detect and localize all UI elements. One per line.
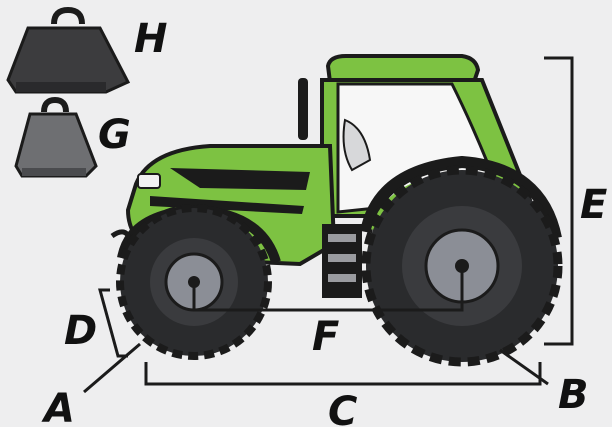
label-a: A <box>41 386 75 427</box>
dimension-c <box>146 362 540 384</box>
label-f: F <box>312 314 339 360</box>
weight-g-icon <box>16 100 96 176</box>
exhaust-pipe <box>298 78 308 140</box>
headlight <box>138 174 160 188</box>
label-h: H <box>134 16 167 62</box>
front-hitch <box>112 232 130 240</box>
weight-h-icon <box>8 10 128 92</box>
label-g: G <box>98 112 131 158</box>
label-d: D <box>64 308 97 354</box>
label-e: E <box>580 182 607 228</box>
label-b: B <box>558 372 589 418</box>
label-c: C <box>328 389 357 427</box>
